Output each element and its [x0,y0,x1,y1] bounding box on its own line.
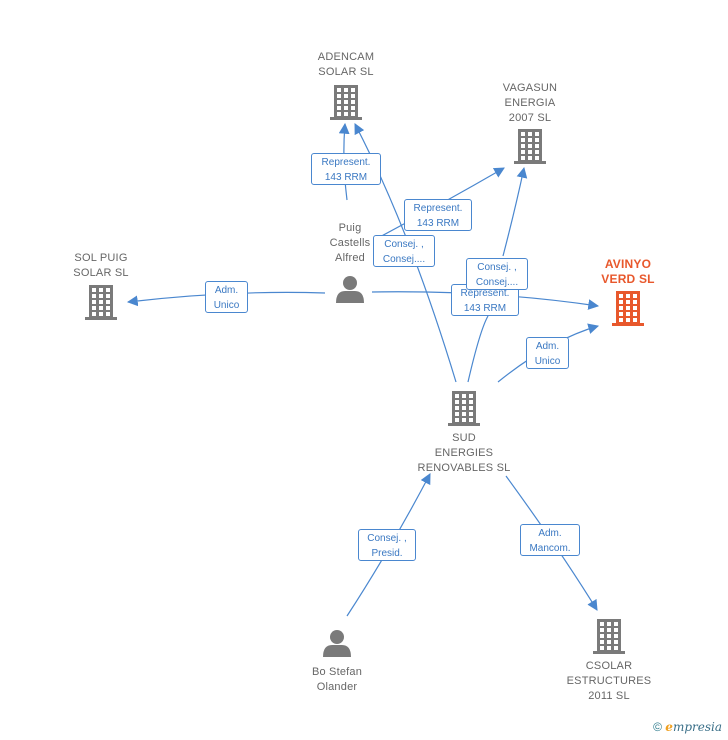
building-icon-avinyo[interactable] [612,291,644,326]
copyright-symbol: © [653,720,662,734]
icons-layer [85,85,644,657]
edge-label-sud-to-csolar[interactable]: Adm. Mancom. [520,524,580,556]
footer-brand[interactable]: © empresia [653,720,722,734]
node-label-avinyo[interactable]: AVINYO VERD SL [601,257,655,286]
node-label-sud[interactable]: SUD ENERGIES RENOVABLES SL [417,432,511,474]
person-icon-bo[interactable] [323,630,351,657]
edge-sud-to-vagasun [502,166,528,257]
node-label-bo[interactable]: Bo Stefan Olander [311,666,363,693]
building-icon-vagasun[interactable] [514,129,546,164]
edge-label-bo-to-sud[interactable]: Consej. , Presid. [358,529,416,561]
node-label-adencam[interactable]: ADENCAM SOLAR SL [317,51,375,78]
node-label-csolar[interactable]: CSOLAR ESTRUCTURES 2011 SL [566,660,652,702]
edge-label-puig-to-adencam[interactable]: Represent. 143 RRM [311,153,381,185]
edge-label-puig-to-solpuig[interactable]: Adm. Unico [205,281,248,313]
brand-name: mpresia [672,720,722,734]
person-icon-puig[interactable] [336,276,364,303]
edge-label-puig-to-vagasun[interactable]: Represent. 143 RRM [404,199,472,231]
building-icon-adencam[interactable] [330,85,362,120]
building-icon-sud[interactable] [448,391,480,426]
edge-label-sud-to-avinyo[interactable]: Adm. Unico [526,337,569,369]
node-label-solpuig[interactable]: SOL PUIG SOLAR SL [73,252,129,279]
edge-segment-0 [467,315,489,383]
brand-initial: e [665,720,673,734]
building-icon-csolar[interactable] [593,619,625,654]
edge-label-sud-to-adencam[interactable]: Consej. , Consej.... [373,235,435,267]
node-label-puig[interactable]: Puig Castells Alfred [329,222,371,264]
node-label-vagasun[interactable]: VAGASUN ENERGIA 2007 SL [502,82,558,124]
edge-label-sud-to-vagasun[interactable]: Consej. , Consej.... [466,258,528,290]
building-icon-solpuig[interactable] [85,285,117,320]
